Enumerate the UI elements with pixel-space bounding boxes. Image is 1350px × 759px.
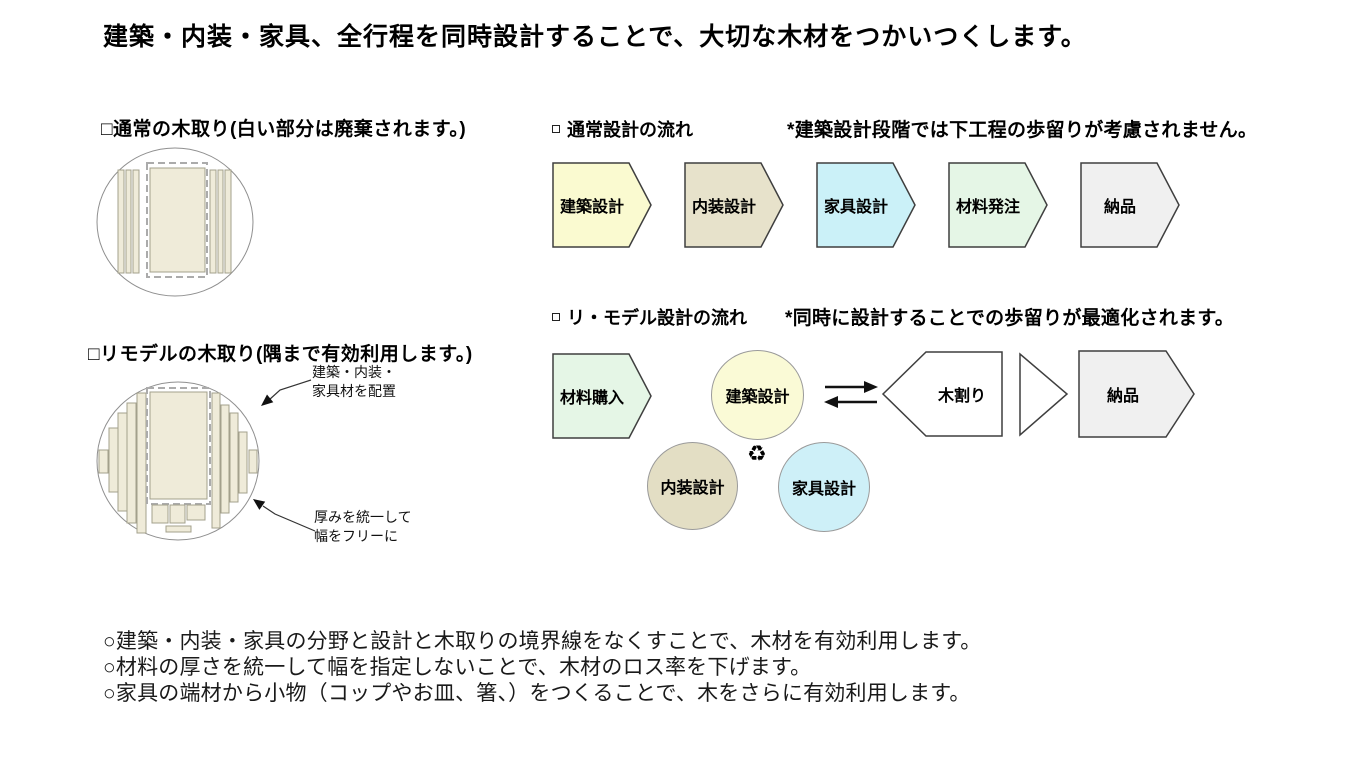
plank — [220, 404, 230, 514]
leader-line-bottom — [262, 505, 316, 532]
plank — [136, 392, 147, 534]
plank — [209, 169, 217, 274]
dashed-boundary — [146, 162, 208, 278]
remodel-flow-heading-row: リ・モデル設計の流れ — [552, 304, 747, 330]
remodel-cutting-diagram — [96, 379, 316, 541]
footnote-line: ○家具の端材から小物（コップやお皿、箸、）をつくることで、木をさらに有効利用しま… — [103, 682, 971, 705]
flow-step-label: 内装設計 — [691, 199, 756, 216]
chevron-shape — [816, 162, 916, 248]
square-bullet-icon — [552, 125, 560, 133]
plank — [117, 412, 128, 512]
flow-step-delivery: 納品 — [1080, 162, 1180, 248]
flow-step-label: 材料購入 — [559, 390, 624, 407]
normal-flow-heading-row: 通常設計の流れ — [552, 116, 693, 142]
offcut-block — [169, 504, 186, 524]
flow-step-label: 木割り — [937, 388, 986, 405]
normal-flow-note: *建築設計段階では下工程の歩留りが考慮されません。 — [787, 120, 1258, 141]
normal-flow-heading: 通常設計の流れ — [567, 120, 693, 140]
circle-furniture-design: 家具設計 — [778, 442, 870, 532]
flow-step-architecture-design: 建築設計 — [552, 162, 652, 248]
circle-interior-design: 内装設計 — [647, 442, 738, 530]
flow-step-label: 家具設計 — [823, 199, 888, 216]
arrowhead-icon — [253, 499, 266, 510]
chevron-shape — [684, 162, 784, 248]
plank — [132, 169, 140, 274]
footnotes: ○建築・内装・家具の分野と設計と木取りの境界線をなくすことで、木材を有効利用しま… — [103, 629, 982, 707]
dashed-boundary — [146, 387, 211, 505]
flow-step-material-purchase: 材料購入 — [552, 353, 652, 439]
leader-line-top — [268, 379, 312, 401]
plank — [117, 169, 125, 274]
annotation-place-materials: 建築・内装・ 家具材を配置 — [312, 364, 396, 399]
flow-step-material-order: 材料発注 — [948, 162, 1048, 248]
plank — [248, 449, 258, 474]
chevron-polygon — [948, 162, 1048, 248]
bidirectional-arrows-icon — [824, 381, 878, 408]
arrowhead-icon — [261, 394, 274, 406]
offcut-block — [186, 504, 206, 521]
footnote-line: ○材料の厚さを統一して幅を指定しないことで、木材のロス率を下げます。 — [103, 656, 812, 679]
main-timber — [149, 391, 208, 500]
chevron-shape — [552, 162, 652, 248]
chevron-shape — [948, 162, 1048, 248]
flow-step-delivery-remodel: 納品 — [1078, 350, 1198, 438]
page-title: 建築・内装・家具、全行程を同時設計することで、大切な木材をつかいつくします。 — [103, 23, 1087, 51]
left-point-pentagon-shape — [881, 351, 1003, 437]
circle-label: 内装設計 — [660, 480, 725, 497]
plank — [126, 402, 137, 524]
flow-step-interior-design: 内装設計 — [684, 162, 784, 248]
offcut-block — [165, 525, 192, 533]
annotation-uniform-thickness: 厚みを統一して 幅をフリーに — [314, 509, 412, 544]
square-bullet-icon — [552, 313, 560, 321]
flow-step-furniture-design: 家具設計 — [816, 162, 916, 248]
remodel-flow-note: *同時に設計することでの歩留りが最適化されます。 — [785, 308, 1235, 329]
normal-cutting-diagram — [96, 147, 254, 297]
flow-step-label: 材料発注 — [955, 199, 1020, 216]
flow-step-label: 建築設計 — [559, 199, 624, 216]
normal-cutting-heading: □通常の木取り(白い部分は廃棄されます。) — [101, 119, 467, 140]
chevron-shape — [1080, 162, 1180, 248]
chevron-polygon — [1078, 350, 1195, 438]
plank — [108, 427, 119, 493]
plank — [238, 431, 248, 494]
chevron-polygon — [816, 162, 916, 248]
circle-label: 家具設計 — [791, 481, 856, 498]
recycle-icon: ♻ — [747, 442, 767, 467]
flow-step-label: 納品 — [1103, 199, 1136, 216]
chevron-shape — [552, 353, 652, 439]
triangle-connector-icon — [1019, 352, 1069, 437]
flow-step-kiwari: 木割り — [880, 350, 1005, 438]
chevron-polygon — [552, 162, 652, 248]
chevron-shape — [1078, 350, 1195, 438]
chevron-polygon — [1080, 162, 1180, 248]
remodel-flow-heading: リ・モデル設計の流れ — [567, 308, 747, 328]
plank — [224, 169, 232, 274]
pentagon-polygon — [881, 351, 1003, 437]
circle-label: 建築設計 — [725, 389, 790, 406]
remodel-cutting-heading: □リモデルの木取り(隅まで有効利用します。) — [88, 344, 473, 365]
plank — [229, 412, 239, 503]
chevron-polygon — [552, 353, 652, 439]
chevron-polygon — [684, 162, 784, 248]
plank — [211, 392, 221, 529]
plank — [125, 169, 132, 274]
flow-step-label: 納品 — [1106, 388, 1139, 405]
circle-architecture-design: 建築設計 — [711, 350, 804, 440]
footnote-line: ○建築・内装・家具の分野と設計と木取りの境界線をなくすことで、木材を有効利用しま… — [103, 630, 982, 653]
plank — [98, 449, 109, 474]
plank — [217, 169, 224, 274]
offcut-block — [151, 504, 169, 524]
main-timber — [149, 167, 206, 273]
